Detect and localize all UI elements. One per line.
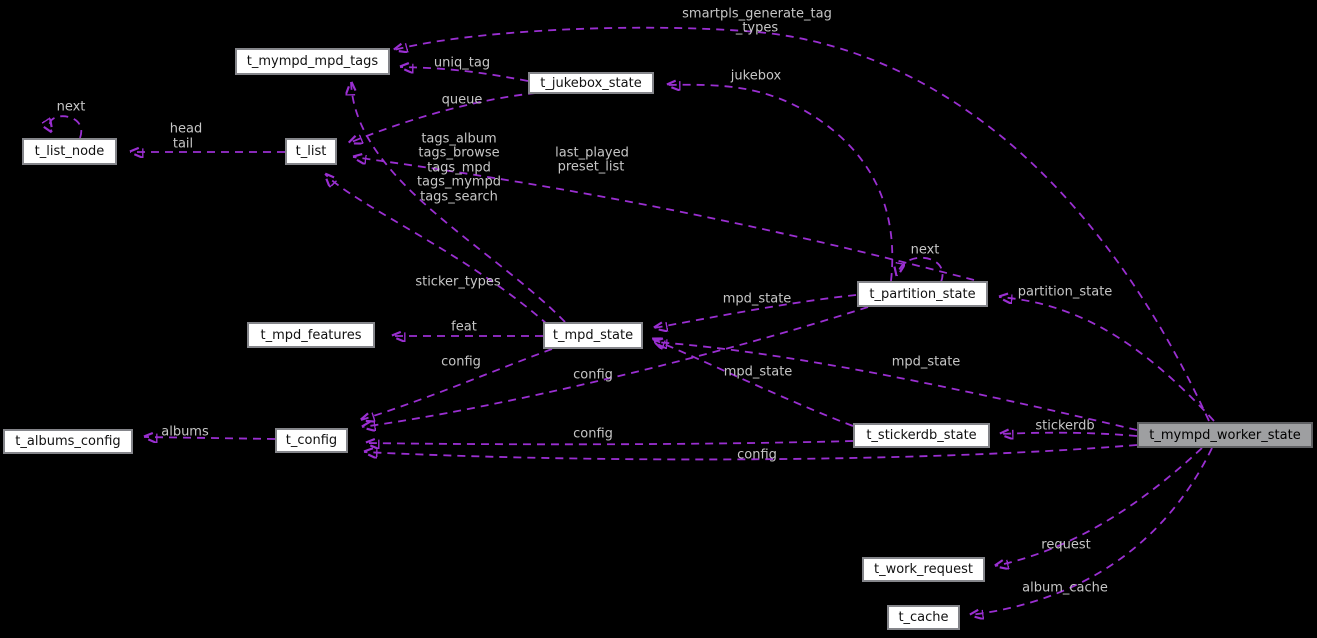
edge-label-preset-list: preset_list [557, 159, 625, 175]
node-t-cache[interactable]: t_cache [887, 605, 960, 630]
node-t-stickerdb-state[interactable]: t_stickerdb_state [853, 423, 990, 448]
edge-next-list-node-loop [50, 115, 83, 138]
node-t-list[interactable]: t_list [285, 138, 337, 165]
edge-config-from-worker [364, 445, 1138, 459]
edge-jukebox [667, 85, 894, 282]
edge-label-config-2: config [573, 367, 613, 383]
edge-label-uniq-tag: uniq_tag [433, 55, 491, 71]
edge-label-queue: queue [441, 92, 483, 108]
edge-label-mpd-state-3: mpd_state [723, 364, 793, 380]
edge-label-types: _types [735, 20, 779, 36]
edge-label-tags-album: tags_album [421, 131, 497, 147]
edge-label-smartpls-generate-tag: smartpls_generate_tag [682, 6, 832, 22]
node-t-partition-state[interactable]: t_partition_state [857, 281, 988, 307]
edge-label-tags-mympd: tags_mympd [416, 174, 502, 190]
edge-album-cache [970, 447, 1213, 615]
edge-label-config-1: config [441, 354, 481, 370]
node-t-albums-config[interactable]: t_albums_config [3, 429, 133, 454]
edge-label-stickerdb: stickerdb [1035, 418, 1095, 434]
edge-label-config-4: config [737, 447, 777, 463]
node-t-mympd-worker-state[interactable]: t_mympd_worker_state [1137, 422, 1313, 448]
edge-config-from-mpd-state [361, 348, 553, 420]
edge-next-partition-loop [897, 256, 944, 282]
edge-mpd-state-from-stickerdb [652, 339, 854, 427]
edge-label-request: request [1041, 537, 1091, 553]
edge-label-next-list-node: next [56, 99, 86, 115]
edge-label-album-cache: album_cache [1022, 580, 1108, 596]
edge-label-head: head [169, 121, 203, 137]
node-t-mpd-features[interactable]: t_mpd_features [247, 322, 375, 348]
edge-label-next-partition: next [910, 242, 940, 258]
node-t-work-request[interactable]: t_work_request [862, 557, 985, 582]
edge-smartpls-generate-tag-types [394, 26, 1210, 422]
edge-label-last-played: last_played [555, 145, 629, 161]
node-t-config[interactable]: t_config [275, 428, 348, 453]
edge-label-mpd-state-1: mpd_state [722, 291, 792, 307]
edge-tags-bundle [351, 82, 566, 323]
node-t-jukebox-state[interactable]: t_jukebox_state [528, 72, 654, 94]
edge-partition-state [999, 297, 1215, 422]
edge-label-tags-mpd: tags_mpd [427, 160, 491, 176]
edge-config-from-partition [362, 306, 869, 427]
edge-label-albums: albums [161, 424, 209, 440]
edge-queue [349, 92, 537, 143]
node-t-list-node[interactable]: t_list_node [22, 138, 117, 165]
edge-label-sticker-types: sticker_types [415, 274, 501, 290]
edge-label-partition-state: partition_state [1017, 284, 1113, 300]
edge-stickerdb [1000, 433, 1138, 436]
edge-albums [144, 437, 276, 439]
node-t-mympd-mpd-tags[interactable]: t_mympd_mpd_tags [235, 48, 390, 75]
edge-sticker-types [325, 174, 549, 326]
edge-mpd-state-from-partition [654, 294, 857, 328]
edge-label-tail: tail [172, 136, 194, 152]
edge-mpd-state-from-worker [654, 342, 1138, 431]
edge-label-mpd-state-2: mpd_state [891, 354, 961, 370]
node-t-mpd-state[interactable]: t_mpd_state [543, 322, 643, 349]
edge-request [995, 447, 1203, 566]
edge-label-feat: feat [451, 319, 477, 335]
edge-label-tags-browse: tags_browse [418, 145, 500, 161]
edge-label-tags-search: tags_search [420, 189, 498, 205]
edge-label-config-3: config [573, 426, 613, 442]
edge-label-jukebox: jukebox [730, 68, 782, 84]
edge-config-from-stickerdb [366, 441, 854, 444]
edge-uniq-tag [400, 67, 529, 82]
